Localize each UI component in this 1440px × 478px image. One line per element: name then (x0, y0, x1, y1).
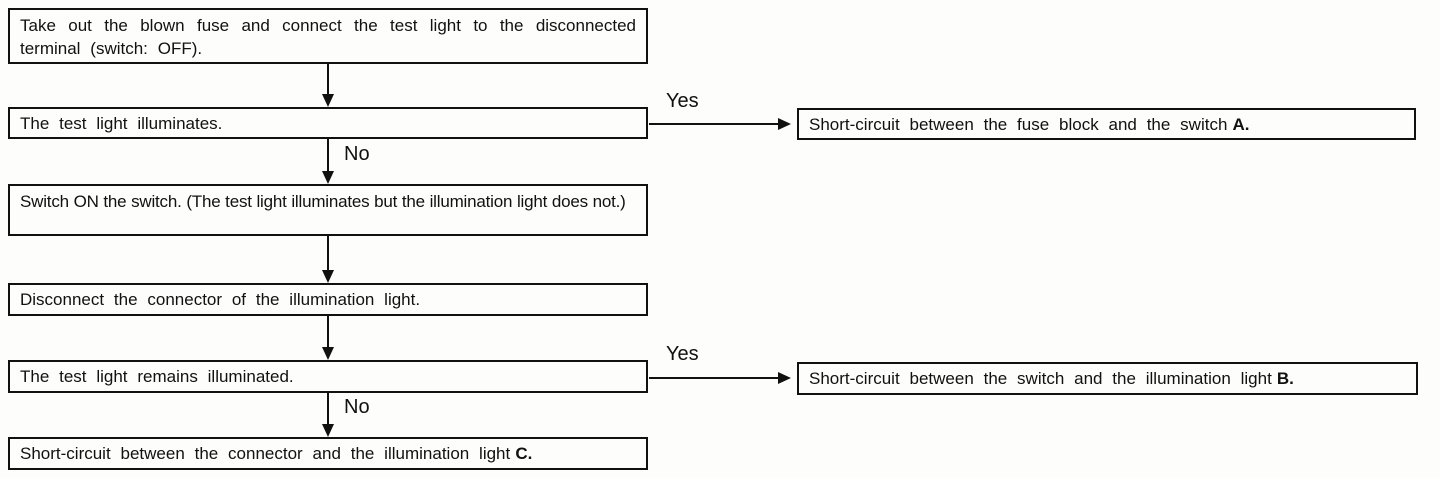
flow-step-text: Disconnect the connector of the illumina… (20, 290, 421, 309)
arrow-down-icon (322, 270, 334, 283)
flow-result-a: Short-circuit between the fuse block and… (797, 108, 1416, 140)
flow-result-marker: B. (1276, 369, 1294, 388)
flow-step-take-out-fuse: Take out the blown fuse and connect the … (8, 8, 648, 64)
flow-result-text: Short-circuit between the connector and … (20, 444, 511, 463)
arrow-down-icon (322, 347, 334, 360)
edge-label-no: No (344, 143, 370, 165)
flow-step-switch-on: Switch ON the switch. (The test light il… (8, 184, 648, 236)
flow-result-c: Short-circuit between the connector and … (8, 437, 648, 470)
connector-line-no-1 (327, 139, 329, 171)
arrow-right-icon (778, 372, 791, 384)
flow-step-remains-illuminated: The test light remains illuminated. (8, 360, 648, 393)
connector-line-3 (327, 316, 329, 347)
flow-result-marker: A. (1232, 114, 1250, 134)
edge-label-no: No (344, 396, 370, 418)
connector-line-no-2 (327, 393, 329, 424)
arrow-down-icon (322, 94, 334, 107)
flow-result-text: Short-circuit between the fuse block and… (809, 114, 1228, 134)
connector-line-yes-1 (649, 123, 778, 125)
connector-line-yes-2 (649, 377, 778, 379)
flow-result-b: Short-circuit between the switch and the… (797, 362, 1418, 395)
arrow-down-icon (322, 424, 334, 437)
flow-step-text: Take out the blown fuse and connect the … (20, 16, 636, 58)
edge-label-yes: Yes (666, 343, 699, 365)
edge-label-yes: Yes (666, 90, 699, 112)
arrow-down-icon (322, 171, 334, 184)
flow-step-text: The test light illuminates. (20, 113, 223, 133)
flow-result-text: Short-circuit between the switch and the… (809, 369, 1272, 388)
flow-step-text: Switch ON the switch. (The test light il… (20, 192, 626, 211)
flow-step-test-light-illuminates: The test light illuminates. (8, 107, 648, 139)
flow-step-text: The test light remains illuminated. (20, 367, 294, 386)
connector-line-1 (327, 64, 329, 95)
connector-line-2 (327, 236, 329, 270)
flow-result-marker: C. (515, 444, 533, 463)
arrow-right-icon (778, 118, 791, 130)
flow-step-disconnect-connector: Disconnect the connector of the illumina… (8, 283, 648, 316)
